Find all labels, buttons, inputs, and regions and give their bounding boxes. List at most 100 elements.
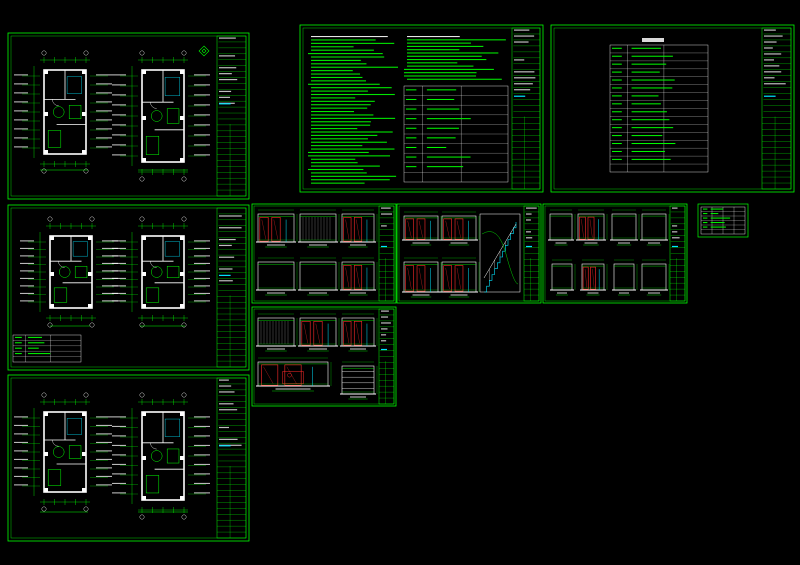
title-block-text	[219, 96, 230, 98]
sheet-border	[7, 374, 250, 542]
table-cell-text	[631, 79, 675, 81]
sheet-border	[251, 203, 397, 304]
structural-column	[142, 158, 146, 162]
sheet-border	[542, 203, 688, 304]
title-block-text	[514, 41, 529, 43]
note-text-line	[311, 179, 390, 181]
glass-panel	[301, 321, 311, 346]
leader-text	[20, 300, 34, 302]
sofa	[74, 265, 88, 279]
grid-bubble	[139, 50, 145, 56]
note-text-line	[311, 66, 399, 68]
leader-text	[96, 484, 112, 486]
leader-text	[112, 134, 126, 136]
leader-text	[194, 454, 210, 456]
note-text-line	[407, 52, 499, 54]
leader-text	[14, 484, 28, 486]
leader-text	[194, 416, 210, 418]
leader-text	[96, 137, 112, 139]
table-cell-text	[631, 158, 671, 160]
glass-panel	[353, 265, 363, 290]
title-block-text	[514, 59, 525, 61]
grid-bubble	[41, 50, 47, 56]
note-text-line	[311, 76, 363, 79]
sheet-design-notes	[299, 24, 544, 193]
leader-text	[112, 114, 126, 116]
title-block-text	[526, 231, 531, 233]
title-block-text	[526, 207, 537, 209]
glass-panel	[271, 217, 281, 242]
structural-column	[82, 488, 86, 492]
door-swing	[52, 439, 59, 447]
title-block-text	[219, 409, 238, 411]
glass-reflection	[456, 267, 461, 290]
title-block	[216, 377, 247, 539]
view-caption-text	[450, 242, 468, 244]
glass-reflection	[589, 219, 593, 238]
note-text-line	[311, 111, 355, 113]
table-cell-text	[631, 143, 676, 145]
glass-reflection	[418, 267, 423, 290]
note-text-line	[311, 36, 388, 38]
title-block-text	[764, 83, 786, 85]
glass-reflection	[345, 219, 350, 240]
note-text-line	[311, 100, 375, 102]
legend-border	[697, 203, 749, 238]
table-cell-text	[710, 213, 719, 215]
elevation-view	[440, 211, 480, 246]
glass-panel	[454, 265, 464, 292]
leader-text	[14, 475, 28, 477]
cabinet	[145, 287, 160, 303]
structural-column	[88, 304, 92, 308]
glass-reflection	[356, 219, 360, 240]
note-text-line	[311, 145, 363, 147]
leader-text	[96, 74, 112, 76]
legend-block	[697, 203, 749, 238]
table-cell-text	[703, 226, 708, 228]
index-table	[609, 44, 709, 173]
note-text-line	[311, 46, 354, 48]
leader-text	[194, 124, 210, 126]
note-text-line	[311, 87, 392, 89]
leader-text	[194, 134, 210, 136]
sofa	[68, 105, 82, 119]
leader-text	[194, 255, 210, 257]
leader-text	[194, 292, 210, 294]
grid-bubble	[181, 176, 187, 182]
leader-text	[102, 247, 118, 249]
title-block-text	[219, 238, 236, 241]
legend-grid	[700, 206, 746, 235]
door-swing	[52, 99, 59, 106]
grid-bubble	[139, 176, 145, 182]
structural-column	[142, 116, 146, 120]
table-cell-text	[426, 156, 471, 158]
note-text-line	[407, 78, 502, 80]
elevation-view	[298, 257, 340, 296]
structural-column	[88, 236, 92, 240]
title-block-text	[219, 438, 238, 440]
title-block-text	[526, 213, 532, 215]
glass-panel	[582, 266, 589, 290]
floor-plan-right	[112, 216, 210, 328]
elevation-view	[640, 259, 670, 296]
kitchen-counter	[164, 418, 181, 437]
note-text-line	[407, 59, 487, 61]
structural-column	[142, 412, 146, 416]
table-cell-text	[27, 342, 45, 344]
cabinet	[47, 130, 62, 148]
leader-text	[96, 92, 112, 94]
glass-panel	[405, 218, 414, 240]
structural-column	[180, 236, 184, 240]
glass-reflection	[445, 220, 450, 238]
view-caption-text	[412, 242, 430, 244]
leader-text	[14, 92, 28, 94]
title-block-text	[764, 59, 774, 61]
view-caption-text	[267, 292, 285, 294]
title-block-frame	[216, 35, 247, 197]
leader-text	[14, 137, 28, 139]
structural-column	[180, 272, 184, 276]
structural-column	[44, 452, 48, 456]
leader-text	[194, 482, 210, 484]
table-cell-text	[27, 353, 51, 355]
glass-reflection	[356, 323, 360, 344]
